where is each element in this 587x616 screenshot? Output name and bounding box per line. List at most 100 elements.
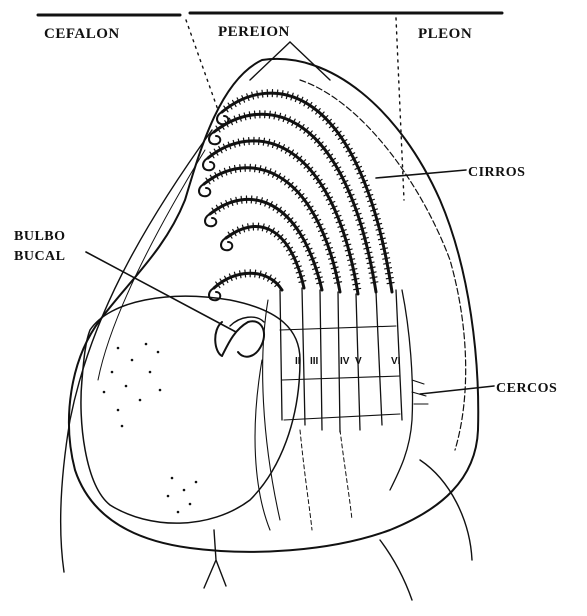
cirrus-curl [203,158,214,170]
cirrus-arc [214,273,282,290]
cirrus-seta [268,139,270,146]
cirrus-seta [380,243,387,245]
divider-cefalon-pereion [186,20,218,110]
cirrus-seta [378,238,385,240]
cirrus-seta [282,91,283,98]
tail-left [204,530,226,588]
callout-bulbo-bucal: BULBO BUCAL [14,229,236,332]
cirrus-seta [255,165,256,172]
cirrus-seta [352,279,359,280]
cirrus-seta [377,233,384,235]
cirrus-seta [263,138,264,145]
cirrus-seta [366,257,373,259]
cercos-structure [390,290,428,490]
cirrus-seta [370,277,377,278]
callout-cercos: CERCOS [420,381,557,396]
tail-right [380,540,412,600]
cirrus-seta [274,112,275,119]
cirrus-seta [354,288,361,289]
cirrus-seta [277,90,278,97]
cirrus-seta [382,253,389,254]
pleon-label: PLEON [418,26,472,42]
cirrus-seta [365,252,372,254]
cirrus-seta [376,228,383,230]
cirrus-seta [363,242,370,244]
cirrus-seta [299,281,306,283]
cercos-label: CERCOS [496,381,557,396]
cirrus-seta [364,247,371,249]
cirrus-seta [240,271,241,278]
cirrus-seta [262,90,263,97]
cirrus-seta [351,274,358,275]
cirrus-seta [334,277,341,279]
cirrus-seta [262,224,264,231]
cirrus-curl [205,214,216,226]
cirrus-arc [222,93,392,292]
cirrus-seta [381,248,388,249]
cirrus-seta [245,270,246,277]
cirrus-seta [259,271,261,278]
cirrus-seta [353,283,360,284]
cirrus-seta [235,166,236,173]
pereion-label: PEREION [218,24,290,40]
cirrus-seta [367,262,374,263]
cirrus-seta [243,138,244,145]
cirrus-seta [238,139,240,146]
segment-iv: IV [340,356,350,367]
cirrus-seta [386,278,393,279]
outer-shell [69,59,478,552]
cirrus-seta [248,224,249,231]
cirrus-seta [241,196,242,203]
cirrus-seta [348,259,355,261]
mantle-line [300,80,466,450]
cirrus-seta [240,165,241,172]
bulbo-label-line2: BUCAL [14,249,66,264]
cirrus-seta [369,272,376,273]
bulbo-bucal-structure [215,317,264,357]
segment-vi: VI [391,356,401,367]
cirros-label: CIRROS [468,165,525,180]
cirrus-seta [258,223,259,230]
divider-pereion-pleon [396,18,404,200]
cirrus-seta [269,111,270,118]
segment-iii: III [310,356,319,367]
cirrus-seta [335,282,342,283]
cirrus-seta [333,272,340,274]
stipple-dots [103,343,198,514]
cirrus-seta [255,111,256,118]
cirrus-seta [244,113,246,120]
thoracic-segments: II III IV V VI [255,288,402,530]
cirrus-seta [236,197,237,204]
cirrus-curl [199,184,210,196]
cirrus-seta [331,267,338,269]
cefalon-label: CEFALON [44,26,120,42]
cirrus-seta [384,263,391,264]
body-sac [81,296,300,523]
cirrus-seta [383,258,390,259]
cirrus-curl [209,132,220,144]
cirrus-seta [257,91,258,98]
cirrus-curl [221,238,232,250]
cirrus-arc [226,226,304,288]
segment-v: V [355,356,362,367]
cirrus-seta [259,138,260,145]
cirrus-seta [347,254,354,256]
cirri [199,90,394,301]
cirrus-seta [317,282,324,284]
cirrus-seta [371,282,378,283]
cirrus-seta [368,267,375,268]
cirrus-seta [385,268,392,269]
bulbo-label-line1: BULBO [14,229,66,244]
pereion-leader-left [250,42,290,80]
cirrus-seta [251,196,252,203]
cirrus-seta [350,269,357,270]
cirrus-seta [256,197,257,204]
cirrus-seta [349,264,356,266]
cirrus-seta [249,112,250,119]
cirrus-seta [385,273,392,274]
cirrus-seta [255,270,256,277]
cirrus-seta [259,166,261,173]
callout-cirros: CIRROS [376,165,525,180]
cirrus-seta [387,283,394,284]
